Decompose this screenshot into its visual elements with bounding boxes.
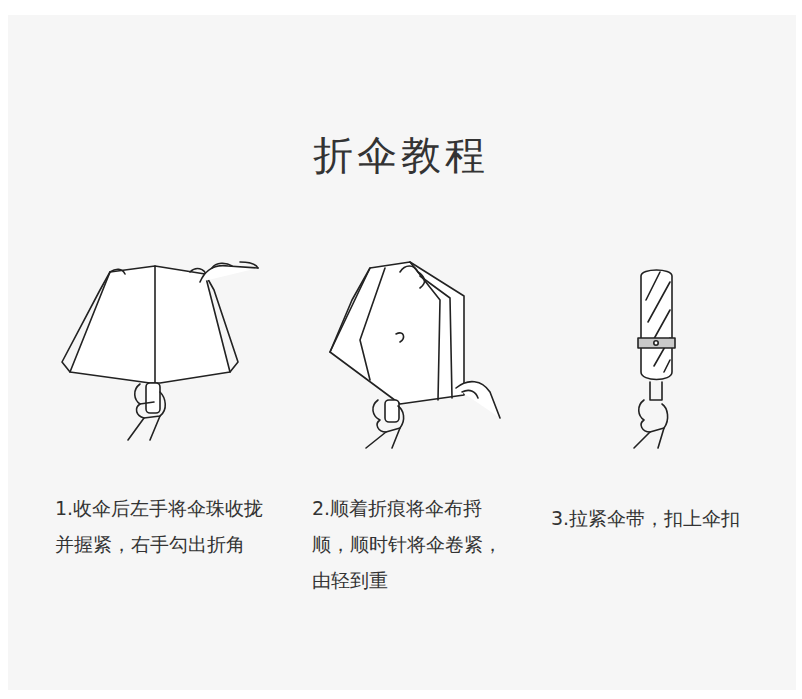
umbrella-gathered — [62, 262, 258, 440]
step-caption: 1.收伞后左手将伞珠收拢并握紧，右手勾出折角 — [55, 490, 273, 562]
step-caption: 2.顺着折痕将伞布捋顺，顺时针将伞卷紧，由轻到重 — [312, 490, 507, 598]
umbrella-closed — [634, 270, 675, 448]
umbrella-rolling — [330, 262, 500, 448]
step-caption: 3.拉紧伞带，扣上伞扣 — [551, 500, 747, 536]
page-title: 折伞教程 — [313, 128, 489, 183]
